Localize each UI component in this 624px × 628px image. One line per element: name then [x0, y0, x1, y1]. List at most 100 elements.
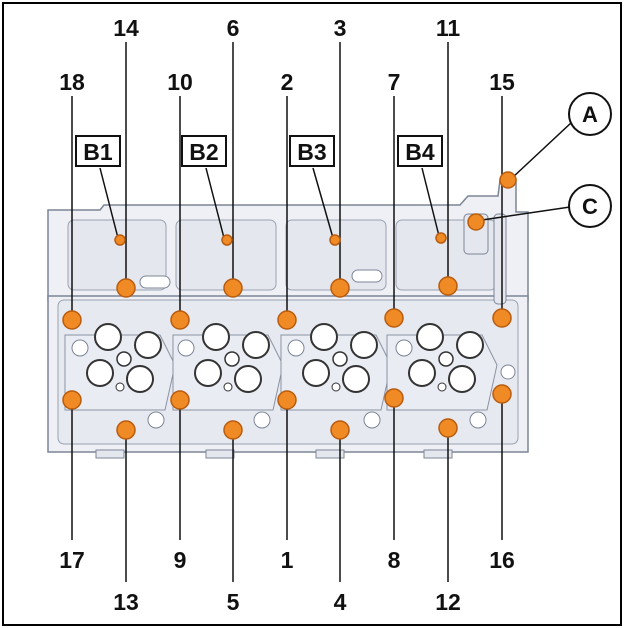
valve-spring-icon	[126, 365, 154, 393]
bolt-number-11: 11	[436, 15, 461, 41]
b3-label: B3	[297, 139, 326, 165]
passage-hole	[177, 339, 195, 357]
cylinder-head	[47, 179, 529, 459]
bolt-number-8: 8	[388, 547, 401, 573]
valve-spring-icon	[134, 331, 162, 359]
cylinder-group-4	[386, 323, 498, 411]
passage-hole	[147, 411, 165, 429]
b4-box	[397, 135, 443, 167]
b-bolt-icon	[329, 234, 341, 246]
bolt-number-labels: 14 6 3 11 18 10 2 7 15 17 9 1 8 16 13 5 …	[59, 15, 515, 615]
valve-spring-icon	[86, 359, 114, 387]
passage-hole	[500, 364, 516, 380]
slot-2	[351, 269, 383, 283]
bolt-number-12: 12	[435, 589, 461, 615]
glow-plug-icon	[115, 382, 125, 392]
passage-hole	[287, 339, 305, 357]
bolt-head-icon	[277, 310, 297, 330]
a-bolt-icon	[499, 171, 517, 189]
bolt-head-icon	[223, 420, 243, 440]
glow-plug-icon	[437, 382, 447, 392]
valve-spring-icon	[342, 365, 370, 393]
b2-label: B2	[189, 139, 218, 165]
cam-tower-2	[175, 219, 277, 291]
bolt-head-icon	[384, 308, 404, 328]
leader-lines	[71, 42, 573, 582]
callout-a-circle	[568, 92, 612, 136]
bolt-number-15: 15	[489, 69, 515, 95]
passage-hole	[395, 339, 413, 357]
bolt-head-icon	[116, 278, 136, 298]
bolt-number-13: 13	[113, 589, 139, 615]
bolt-number-6: 6	[227, 15, 240, 41]
bolt-head-icon	[62, 310, 82, 330]
bolt-number-18: 18	[59, 69, 85, 95]
valve-spring-icon	[194, 359, 222, 387]
bolt-head-icon	[62, 390, 82, 410]
bolt-head-icon	[438, 418, 458, 438]
b-bolt-icon	[221, 234, 233, 246]
bottom-lug-1	[95, 449, 125, 459]
injector-icon	[438, 351, 454, 367]
bolt-head-icon	[330, 278, 350, 298]
injector-icon	[332, 351, 348, 367]
bolts	[62, 171, 517, 440]
bolt-head-icon	[223, 278, 243, 298]
bottom-lug-3	[315, 449, 345, 459]
bolt-number-17: 17	[59, 547, 85, 573]
slot-1	[139, 275, 171, 289]
bolt-number-9: 9	[174, 547, 187, 573]
passage-hole	[469, 411, 487, 429]
valve-spring-icon	[242, 331, 270, 359]
bolt-number-7: 7	[388, 69, 401, 95]
valve-spring-icon	[94, 323, 122, 351]
injector-icon	[224, 351, 240, 367]
glow-plug-icon	[223, 382, 233, 392]
bolt-number-3: 3	[334, 15, 347, 41]
valve-spring-icon	[202, 323, 230, 351]
b1-box	[75, 135, 121, 167]
bolt-head-icon	[170, 310, 190, 330]
callout-c-circle	[568, 184, 612, 228]
bolt-number-10: 10	[167, 69, 193, 95]
bolt-number-14: 14	[113, 15, 139, 41]
passage-hole	[253, 411, 271, 429]
valve-spring-icon	[416, 323, 444, 351]
passage-hole	[71, 339, 89, 357]
callout-c-label: C	[582, 194, 598, 219]
callout-a-label: A	[582, 102, 598, 127]
bolt-head-icon	[170, 390, 190, 410]
b-bolt-icon	[114, 234, 126, 246]
valve-spring-icon	[302, 359, 330, 387]
bolt-head-icon	[492, 308, 512, 328]
bolt-head-icon	[384, 388, 404, 408]
c-bolt-icon	[467, 213, 485, 231]
bottom-lug-4	[423, 449, 453, 459]
bottom-lug-2	[205, 449, 235, 459]
b2-box	[181, 135, 227, 167]
valve-spring-icon	[408, 359, 436, 387]
valve-spring-icon	[234, 365, 262, 393]
valve-spring-icon	[350, 331, 378, 359]
bolt-number-16: 16	[489, 547, 515, 573]
b-bolt-icon	[435, 232, 447, 244]
passage-hole	[363, 411, 381, 429]
bolt-number-2: 2	[281, 69, 294, 95]
b1-label: B1	[83, 139, 113, 165]
b4-label: B4	[405, 139, 435, 165]
valve-spring-icon	[310, 323, 338, 351]
cylinder-group-3	[280, 323, 392, 411]
glow-plug-icon	[331, 382, 341, 392]
bolt-head-icon	[116, 420, 136, 440]
cylinder-group-1	[64, 323, 176, 411]
bolt-head-icon	[330, 420, 350, 440]
bolt-head-icon	[277, 390, 297, 410]
bolt-head-icon	[438, 276, 458, 296]
boxed-labels: B1 B2 B3 B4	[75, 135, 443, 167]
bolt-head-icon	[492, 384, 512, 404]
bolt-number-5: 5	[227, 589, 240, 615]
cylinder-group-2	[172, 323, 284, 411]
bolt-number-4: 4	[334, 589, 347, 615]
